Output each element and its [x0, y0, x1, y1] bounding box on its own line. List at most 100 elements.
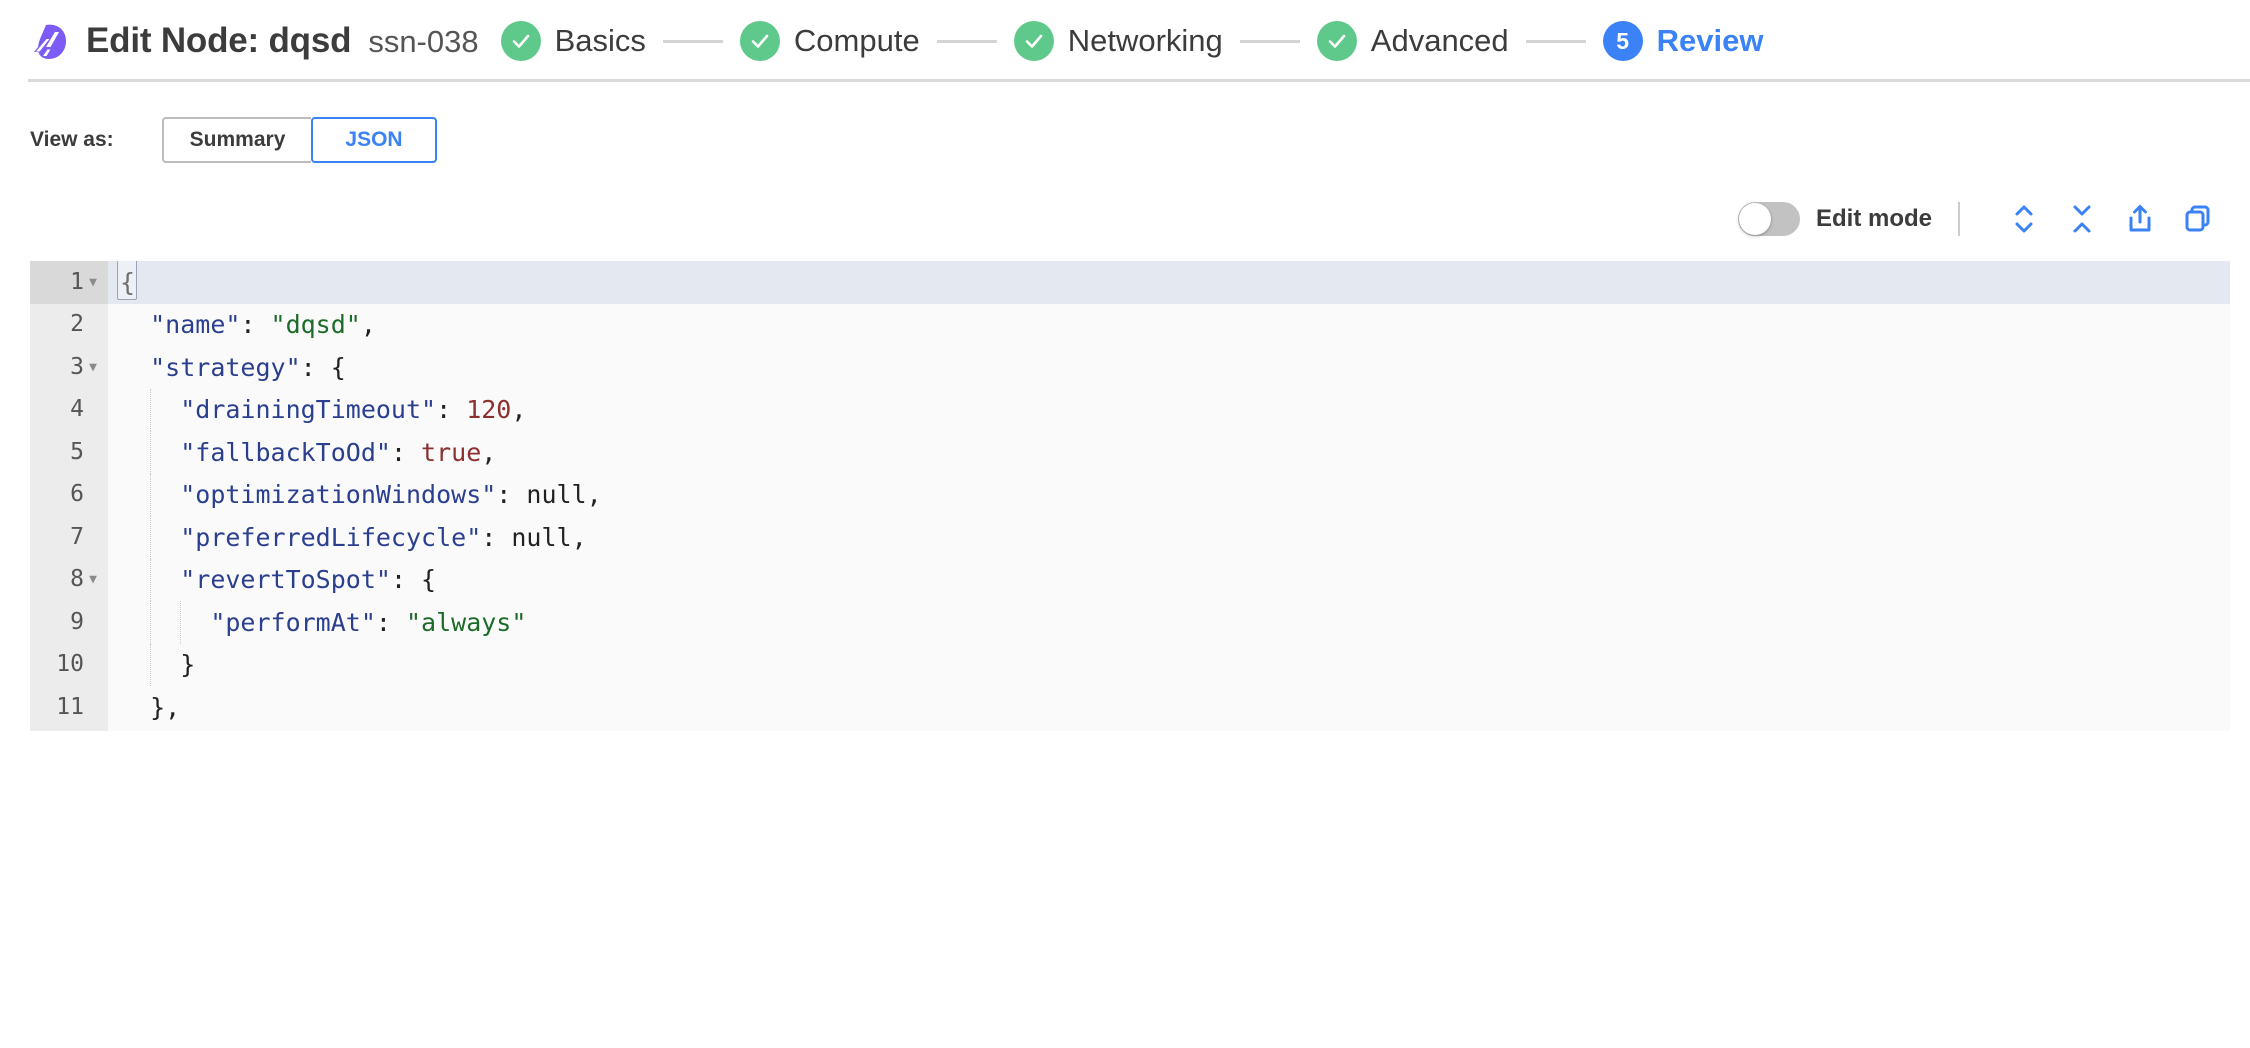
view-as-row: View as: Summary JSON	[0, 117, 2250, 163]
json-code-text[interactable]: "strategy": {	[108, 346, 2230, 389]
json-code-line[interactable]: 12▼ "compute": {	[30, 728, 2230, 732]
page-title-subtitle: ssn-038	[368, 24, 479, 59]
step-compute-circle	[739, 21, 780, 61]
json-code-line[interactable]: 5▼ "fallbackToOd": true,	[30, 431, 2230, 474]
json-editor[interactable]: 1▼{2▼ "name": "dqsd",3▼ "strategy": {4▼ …	[30, 261, 2230, 731]
fold-spacer: ▼	[84, 446, 102, 459]
json-code-line[interactable]: 8▼ "revertToSpot": {	[30, 558, 2230, 601]
step-review-label: Review	[1656, 23, 1764, 58]
step-connector	[1239, 39, 1300, 43]
indent-guide	[150, 473, 151, 516]
line-number-gutter: 4▼	[30, 388, 108, 431]
json-code-text[interactable]: "name": "dqsd",	[108, 304, 2230, 347]
line-number-gutter: 8▼	[30, 558, 108, 601]
page-title-main: Edit Node: dqsd	[86, 21, 352, 60]
fold-toggle-icon[interactable]: ▼	[89, 359, 97, 375]
json-token-punct: {	[116, 261, 138, 300]
json-token-punct: :	[240, 310, 271, 340]
step-compute[interactable]: Compute	[739, 21, 920, 61]
json-code-text[interactable]: "fallbackToOd": true,	[108, 431, 2230, 474]
json-code-text[interactable]: }	[108, 643, 2230, 686]
export-icon[interactable]	[2120, 199, 2160, 239]
view-as-segmented-control[interactable]: Summary JSON	[161, 117, 437, 163]
json-token-key: "drainingTimeout"	[180, 395, 437, 425]
step-advanced-circle	[1316, 21, 1357, 61]
indent-guide	[150, 558, 151, 601]
view-as-json-button[interactable]: JSON	[311, 117, 437, 163]
json-token-key: "preferredLifecycle"	[180, 522, 482, 552]
json-token-punct: :	[375, 607, 406, 637]
json-code-text[interactable]: "optimizationWindows": null,	[108, 473, 2230, 516]
editor-toolbar: Edit mode	[0, 195, 2250, 243]
json-code-lines[interactable]: 1▼{2▼ "name": "dqsd",3▼ "strategy": {4▼ …	[30, 261, 2230, 731]
json-code-text[interactable]: "performAt": "always"	[108, 601, 2230, 644]
step-advanced[interactable]: Advanced	[1316, 21, 1509, 61]
step-basics-circle	[500, 21, 541, 61]
line-number-gutter: 10▼	[30, 643, 108, 686]
json-token-key: "strategy"	[150, 352, 301, 382]
json-code-line[interactable]: 10▼ }	[30, 643, 2230, 686]
json-code-line[interactable]: 4▼ "drainingTimeout": 120,	[30, 388, 2230, 431]
line-number: 5	[70, 438, 84, 465]
json-token-punct: }	[180, 650, 196, 680]
json-code-line[interactable]: 6▼ "optimizationWindows": null,	[30, 473, 2230, 516]
fold-spacer: ▼	[84, 318, 102, 331]
json-token-punct: :	[496, 480, 527, 510]
fold-toggle-icon[interactable]: ▼	[89, 572, 97, 588]
json-code-text[interactable]: {	[108, 261, 2230, 304]
step-basics-label: Basics	[554, 23, 646, 58]
json-token-punct: },	[150, 692, 181, 722]
json-code-line[interactable]: 7▼ "preferredLifecycle": null,	[30, 516, 2230, 559]
json-code-line[interactable]: 9▼ "performAt": "always"	[30, 601, 2230, 644]
page-header: Edit Node: dqsd ssn-038 Basics Compute N…	[0, 0, 2250, 82]
json-code-text[interactable]: "preferredLifecycle": null,	[108, 516, 2230, 559]
json-token-key: "name"	[150, 310, 241, 340]
fold-spacer: ▼	[84, 701, 102, 714]
step-review[interactable]: 5 Review	[1602, 21, 1764, 61]
spot-logo-icon	[26, 19, 70, 63]
view-as-summary-button[interactable]: Summary	[161, 117, 312, 163]
step-connector	[662, 39, 723, 43]
json-code-text[interactable]: "compute": {	[108, 729, 2230, 732]
json-token-str: "dqsd"	[270, 310, 361, 340]
line-number-gutter: 11▼	[30, 686, 108, 729]
line-number: 7	[70, 523, 84, 550]
step-review-number: 5	[1616, 27, 1630, 54]
line-number: 3	[70, 353, 84, 380]
line-number-gutter: 3▼	[30, 346, 108, 389]
json-code-line[interactable]: 1▼{	[30, 261, 2230, 304]
json-token-key: "performAt"	[210, 607, 376, 637]
fold-spacer: ▼	[84, 658, 102, 671]
fold-spacer: ▼	[84, 488, 102, 501]
json-code-text[interactable]: "drainingTimeout": 120,	[108, 388, 2230, 431]
json-token-key: "revertToSpot"	[180, 565, 391, 595]
json-code-text[interactable]: },	[108, 686, 2230, 729]
step-review-circle: 5	[1602, 21, 1643, 61]
indent-guide	[150, 431, 151, 474]
json-token-punct: ,	[511, 395, 527, 425]
json-code-text[interactable]: "revertToSpot": {	[108, 558, 2230, 601]
step-compute-label: Compute	[793, 23, 920, 58]
json-code-line[interactable]: 2▼ "name": "dqsd",	[30, 303, 2230, 347]
line-number: 10	[56, 651, 84, 678]
check-icon	[751, 34, 769, 48]
json-token-punct: ,	[586, 480, 602, 510]
collapse-all-icon[interactable]	[2062, 199, 2102, 239]
json-code-line[interactable]: 11▼ },	[30, 686, 2230, 729]
line-number-gutter: 12▼	[30, 728, 108, 731]
indent-guide	[150, 516, 151, 559]
edit-mode-toggle[interactable]	[1737, 202, 1800, 236]
expand-all-icon[interactable]	[2004, 199, 2044, 239]
fold-spacer: ▼	[84, 616, 102, 629]
copy-icon[interactable]	[2178, 199, 2218, 239]
json-token-num: 120	[466, 395, 512, 425]
edit-mode-label: Edit mode	[1815, 205, 1932, 232]
step-connector	[936, 39, 997, 43]
json-code-line[interactable]: 3▼ "strategy": {	[30, 346, 2230, 389]
fold-toggle-icon[interactable]: ▼	[89, 274, 97, 290]
step-basics[interactable]: Basics	[500, 21, 646, 61]
json-token-punct: ,	[571, 522, 587, 552]
json-token-null: null	[511, 522, 572, 552]
wizard-stepper: Basics Compute Networking Advanced	[500, 21, 1764, 61]
step-networking[interactable]: Networking	[1013, 21, 1223, 61]
